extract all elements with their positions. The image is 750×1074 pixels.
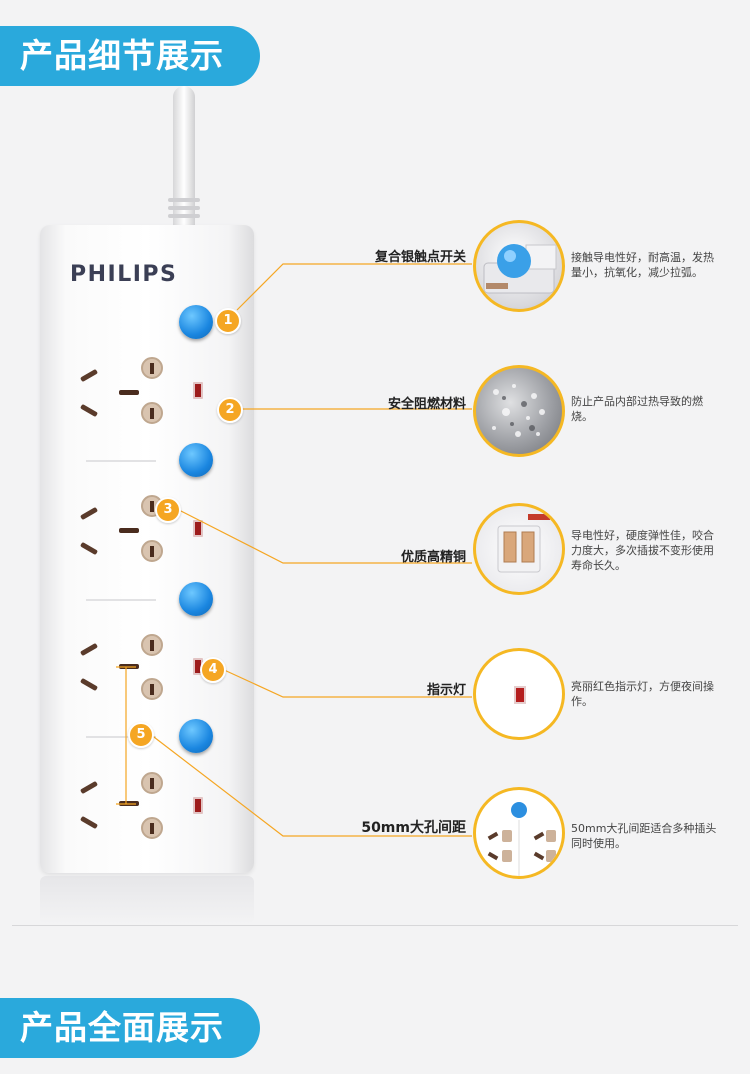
banner-title: 产品全面展示 xyxy=(20,1008,224,1047)
power-cord xyxy=(173,86,195,228)
socket-hole xyxy=(141,772,163,794)
feature-title-5: 50mm大孔间距 xyxy=(361,820,466,836)
switch-button xyxy=(179,719,213,753)
callout-line-5 xyxy=(149,733,472,837)
socket-hole xyxy=(141,540,163,562)
detail-image-switch xyxy=(473,220,565,312)
brand-logo: PHILIPS xyxy=(70,262,178,287)
indicator-light-illustration xyxy=(514,686,526,704)
section-banner-detail: 产品细节展示 xyxy=(0,26,260,86)
switch-button xyxy=(179,582,213,616)
detail-image-indicator xyxy=(473,648,565,740)
detail-image-spacing xyxy=(473,787,565,879)
switch-contact-illustration xyxy=(483,244,557,294)
indicator-light xyxy=(193,520,203,537)
callout-line-1 xyxy=(236,263,472,311)
cord-ring xyxy=(168,206,200,210)
feature-title-4: 指示灯 xyxy=(426,683,466,698)
indicator-light xyxy=(193,797,203,814)
callout-line-3 xyxy=(176,508,472,564)
cord-ring xyxy=(168,214,200,218)
feature-description-5: 50mm大孔间距适合多种插头同时使用。 xyxy=(571,822,717,850)
feature-badge-5: 5 xyxy=(128,722,154,748)
feature-badge-2: 2 xyxy=(217,397,243,423)
banner-title: 产品细节展示 xyxy=(20,36,224,75)
detail-image-copper xyxy=(473,503,565,595)
cord-ring xyxy=(168,198,200,202)
socket-hole xyxy=(141,678,163,700)
feature-title-1: 复合银触点开关 xyxy=(374,250,466,265)
feature-badge-1: 1 xyxy=(215,308,241,334)
feature-badge-3: 3 xyxy=(155,497,181,523)
socket-slot xyxy=(119,528,139,533)
divider xyxy=(86,599,156,601)
socket-hole xyxy=(141,357,163,379)
switch-button xyxy=(179,443,213,477)
section-divider xyxy=(12,925,738,926)
feature-description-2: 防止产品内部过热导致的燃烧。 xyxy=(571,395,703,423)
divider xyxy=(86,736,156,738)
callout-line-4 xyxy=(221,668,472,698)
socket-hole xyxy=(141,634,163,656)
copper-contact-illustration xyxy=(497,514,550,573)
socket-spacing-illustration xyxy=(487,802,556,876)
feature-title-2: 安全阻燃材料 xyxy=(387,397,466,412)
feature-description-4: 亮丽红色指示灯，方便夜间操作。 xyxy=(571,680,714,708)
power-strip-reflection xyxy=(40,876,254,924)
feature-description-1: 接触导电性好，耐高温，发热量小，抗氧化，减少拉弧。 xyxy=(571,251,714,279)
socket-hole xyxy=(141,817,163,839)
feature-description-3: 导电性好，硬度弹性佳，咬合力度大，多次插拔不变形使用寿命长久。 xyxy=(571,529,714,572)
feature-title-3: 优质高精铜 xyxy=(400,550,466,565)
detail-image-material xyxy=(473,365,565,457)
feature-badge-4: 4 xyxy=(200,657,226,683)
divider xyxy=(86,460,156,462)
section-banner-overview: 产品全面展示 xyxy=(0,998,260,1058)
indicator-light xyxy=(193,382,203,399)
socket-slot xyxy=(119,390,139,395)
flame-retardant-texture xyxy=(492,384,545,437)
socket-hole xyxy=(141,402,163,424)
switch-button xyxy=(179,305,213,339)
